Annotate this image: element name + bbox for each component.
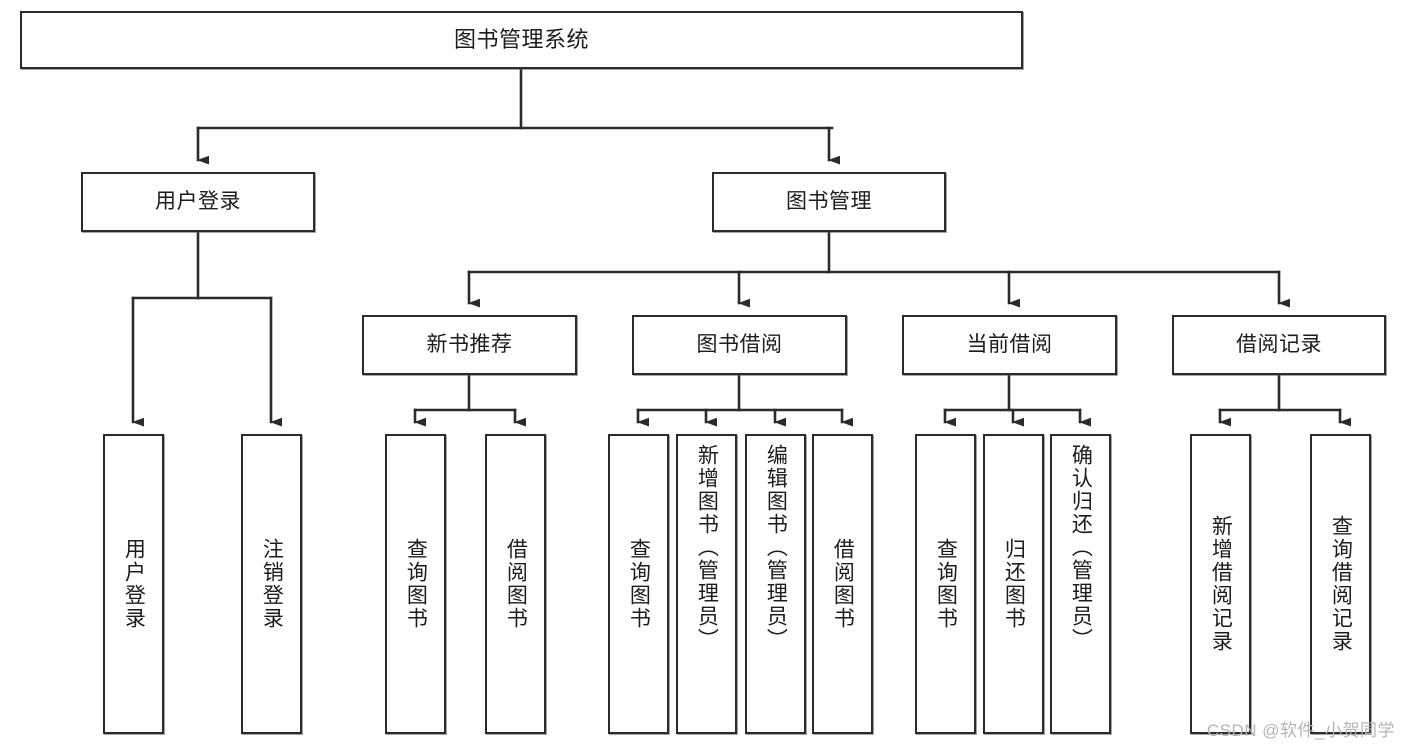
node-user-login-label: 用户登录 — [155, 189, 241, 213]
node-leaf-borrow-edit-book[interactable]: 编辑图书（管理员） — [745, 434, 806, 734]
node-borrow-record[interactable]: 借阅记录 — [1172, 315, 1386, 375]
node-book-manage[interactable]: 图书管理 — [712, 172, 946, 232]
node-new-book-rec-label: 新书推荐 — [426, 332, 513, 356]
node-root-label: 图书管理系统 — [453, 27, 589, 53]
node-leaf-cur-return-book[interactable]: 归还图书 — [983, 434, 1044, 734]
node-root[interactable]: 图书管理系统 — [20, 11, 1023, 69]
node-leaf-borrow-add-book-label: 新增图书（管理员） — [695, 444, 719, 651]
node-leaf-borrow-add-book[interactable]: 新增图书（管理员） — [676, 434, 737, 734]
node-book-borrow[interactable]: 图书借阅 — [632, 315, 847, 375]
node-leaf-borrow-query-book[interactable]: 查询图书 — [608, 434, 669, 734]
node-current-borrow[interactable]: 当前借阅 — [902, 315, 1117, 375]
node-book-borrow-label: 图书借阅 — [696, 332, 783, 356]
csdn-watermark: CSDN @软件_小贺同学 — [1206, 721, 1395, 740]
node-leaf-user-logout-label: 注销登录 — [260, 538, 284, 630]
node-leaf-rec-query-book-label: 查询图书 — [404, 538, 428, 630]
node-user-login[interactable]: 用户登录 — [81, 172, 315, 232]
node-leaf-user-logout[interactable]: 注销登录 — [241, 434, 302, 734]
node-leaf-borrow-borrow-book[interactable]: 借阅图书 — [812, 434, 873, 734]
node-leaf-cur-query-book[interactable]: 查询图书 — [915, 434, 976, 734]
node-leaf-rec-borrow-book-label: 借阅图书 — [504, 538, 528, 630]
node-leaf-rec-query-book[interactable]: 查询图书 — [385, 434, 446, 734]
node-leaf-cur-return-book-label: 归还图书 — [1002, 538, 1026, 630]
node-leaf-rec-add-record[interactable]: 新增借阅记录 — [1190, 434, 1251, 734]
node-book-manage-label: 图书管理 — [786, 189, 872, 213]
node-leaf-borrow-query-book-label: 查询图书 — [627, 538, 651, 630]
node-leaf-rec-query-record-label: 查询借阅记录 — [1329, 515, 1353, 653]
node-new-book-rec[interactable]: 新书推荐 — [362, 315, 577, 375]
node-current-borrow-label: 当前借阅 — [966, 332, 1053, 356]
node-leaf-rec-borrow-book[interactable]: 借阅图书 — [485, 434, 546, 734]
node-borrow-record-label: 借阅记录 — [1236, 332, 1322, 356]
node-leaf-cur-confirm-return-label: 确认归还（管理员） — [1069, 444, 1093, 651]
node-leaf-user-login-label: 用户登录 — [122, 538, 146, 630]
node-leaf-rec-query-record[interactable]: 查询借阅记录 — [1310, 434, 1371, 734]
node-leaf-cur-confirm-return[interactable]: 确认归还（管理员） — [1050, 434, 1111, 734]
node-leaf-cur-query-book-label: 查询图书 — [934, 538, 958, 630]
node-leaf-borrow-borrow-book-label: 借阅图书 — [831, 538, 855, 630]
node-leaf-user-login[interactable]: 用户登录 — [103, 434, 164, 734]
node-leaf-borrow-edit-book-label: 编辑图书（管理员） — [764, 444, 788, 651]
node-leaf-rec-add-record-label: 新增借阅记录 — [1209, 515, 1233, 653]
